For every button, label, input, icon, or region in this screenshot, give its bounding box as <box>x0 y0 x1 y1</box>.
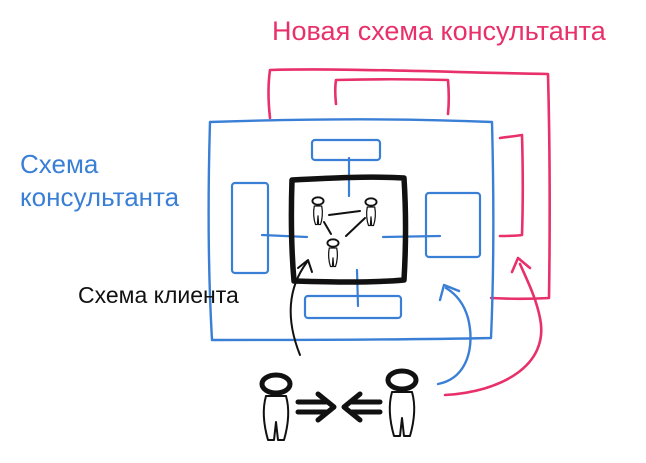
new-scheme-top-block <box>333 77 451 116</box>
new-consultant-scheme-label: Новая схема консультанта <box>272 16 606 46</box>
new-scheme-right-block <box>498 133 525 238</box>
client-figure <box>259 372 293 441</box>
consultant-figure <box>385 368 419 437</box>
double-arrow-icon <box>295 391 383 423</box>
stick-person-icon <box>311 196 325 226</box>
new-scheme-outer-frame <box>267 68 551 301</box>
consultant-left-box <box>230 181 270 275</box>
client-inner-arrowhead <box>297 259 313 273</box>
consultant-curved-arrow <box>436 286 472 386</box>
client-figures <box>311 196 378 268</box>
consultant-scheme-label: Схема консультанта <box>20 150 179 211</box>
connector-bottom <box>355 268 360 308</box>
connector-right <box>381 234 442 239</box>
client-link-3 <box>323 221 332 235</box>
right-arrow <box>295 391 337 423</box>
stick-person-icon <box>385 368 419 437</box>
new-scheme-curved-arrow <box>443 262 543 397</box>
consultant-right-box <box>424 191 482 259</box>
consultant-label-line2: консультанта <box>20 181 180 212</box>
client-link-2 <box>345 217 366 237</box>
consultant-label-line1: Схема <box>20 149 99 179</box>
consultant-scheme-frame <box>207 118 495 342</box>
client-inner-arrow <box>289 261 308 356</box>
new-consultant-scheme <box>267 68 551 397</box>
consultant-scheme <box>207 118 495 386</box>
consultant-top-box <box>310 138 382 162</box>
new-scheme-arrowhead <box>510 256 532 274</box>
client-link-1 <box>328 210 361 216</box>
client-scheme <box>288 174 409 356</box>
consultant-bottom-box <box>303 294 403 320</box>
client-scheme-label: Схема клиента <box>78 282 239 308</box>
stick-person-icon <box>326 238 340 268</box>
stick-person-icon <box>259 372 293 441</box>
stick-person-icon <box>364 197 378 227</box>
consultant-arrowhead <box>438 283 461 302</box>
client-scheme-frame <box>288 174 409 285</box>
left-arrow <box>341 391 383 423</box>
connector-left <box>260 233 309 239</box>
